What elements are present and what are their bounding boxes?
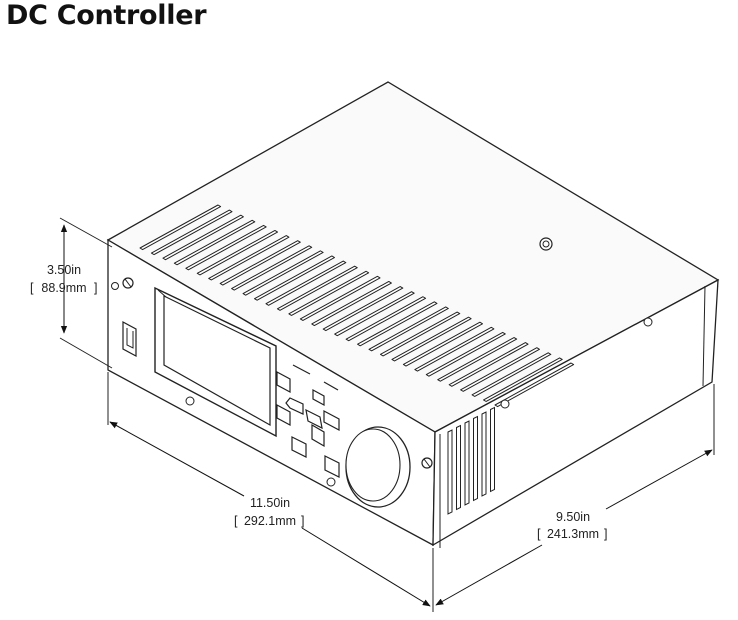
vent-slot xyxy=(391,316,472,362)
vent-slot xyxy=(379,311,461,357)
vent-slot xyxy=(311,280,392,327)
vent-slot xyxy=(490,406,495,493)
vent-slot xyxy=(208,235,290,281)
svg-text:]: ] xyxy=(604,527,607,541)
vent-slot xyxy=(173,219,256,266)
vent-slot xyxy=(494,362,575,408)
vent-slot xyxy=(265,260,347,306)
vent-slot xyxy=(483,357,563,402)
vent-slot xyxy=(357,301,438,347)
vent-slot xyxy=(481,411,487,497)
svg-text:]: ] xyxy=(301,514,304,528)
control-knob xyxy=(345,426,411,508)
navigation-buttons xyxy=(285,388,340,448)
vent-slot xyxy=(231,245,313,291)
depth-mm: 241.3mm xyxy=(547,527,599,541)
vent-slot xyxy=(447,429,453,515)
vent-slot xyxy=(456,424,461,511)
vent-slot xyxy=(162,214,244,261)
vent-slot xyxy=(471,352,552,397)
vent-slot xyxy=(334,291,415,337)
enclosure-side-face xyxy=(432,278,719,547)
vent-slot xyxy=(242,250,324,296)
vent-slot xyxy=(402,321,484,367)
vent-slot xyxy=(254,255,335,301)
vent-slot xyxy=(464,420,470,506)
depth-dimension: 9.50in 241.3mm [ ] xyxy=(435,384,715,606)
height-dimension: 3.50in 88.9mm [ ] xyxy=(30,217,113,369)
vent-slot xyxy=(425,331,506,377)
front-screw xyxy=(111,282,119,290)
side-screw xyxy=(643,317,653,327)
vent-slot xyxy=(196,229,279,276)
vent-slot xyxy=(288,270,370,316)
top-vent-slots xyxy=(139,204,575,408)
power-switch xyxy=(122,320,137,358)
svg-text:[: [ xyxy=(537,527,541,541)
vent-slot xyxy=(414,326,495,372)
side-vent-slots xyxy=(447,406,495,515)
svg-text:]: ] xyxy=(94,281,97,295)
soft-keys xyxy=(276,370,340,478)
depth-inches: 9.50in xyxy=(556,510,590,524)
vent-slot xyxy=(473,415,478,502)
vent-slot xyxy=(185,224,267,271)
front-screw xyxy=(185,396,195,406)
vent-slot xyxy=(368,306,449,352)
vent-slot xyxy=(345,296,427,342)
height-inches: 3.50in xyxy=(47,263,81,277)
width-inches: 11.50in xyxy=(250,496,290,510)
svg-text:[: [ xyxy=(234,514,238,528)
width-mm: 292.1mm xyxy=(244,514,296,528)
vent-slot xyxy=(139,204,222,251)
height-mm: 88.9mm xyxy=(41,281,86,295)
width-dimension: 11.50in 292.1mm [ ] xyxy=(107,372,434,612)
display-screen xyxy=(163,295,271,427)
vent-slot xyxy=(322,286,404,332)
vent-slot xyxy=(150,209,233,256)
side-screw xyxy=(500,399,510,409)
vent-slot xyxy=(276,265,358,311)
vent-slot xyxy=(460,347,540,392)
vent-slot xyxy=(437,337,518,382)
vent-slot xyxy=(219,240,301,286)
svg-text:[: [ xyxy=(30,281,34,295)
front-screw xyxy=(326,477,336,487)
vent-slot xyxy=(299,275,381,321)
page-title: DC Controller xyxy=(6,0,207,31)
vent-slot xyxy=(448,342,529,387)
